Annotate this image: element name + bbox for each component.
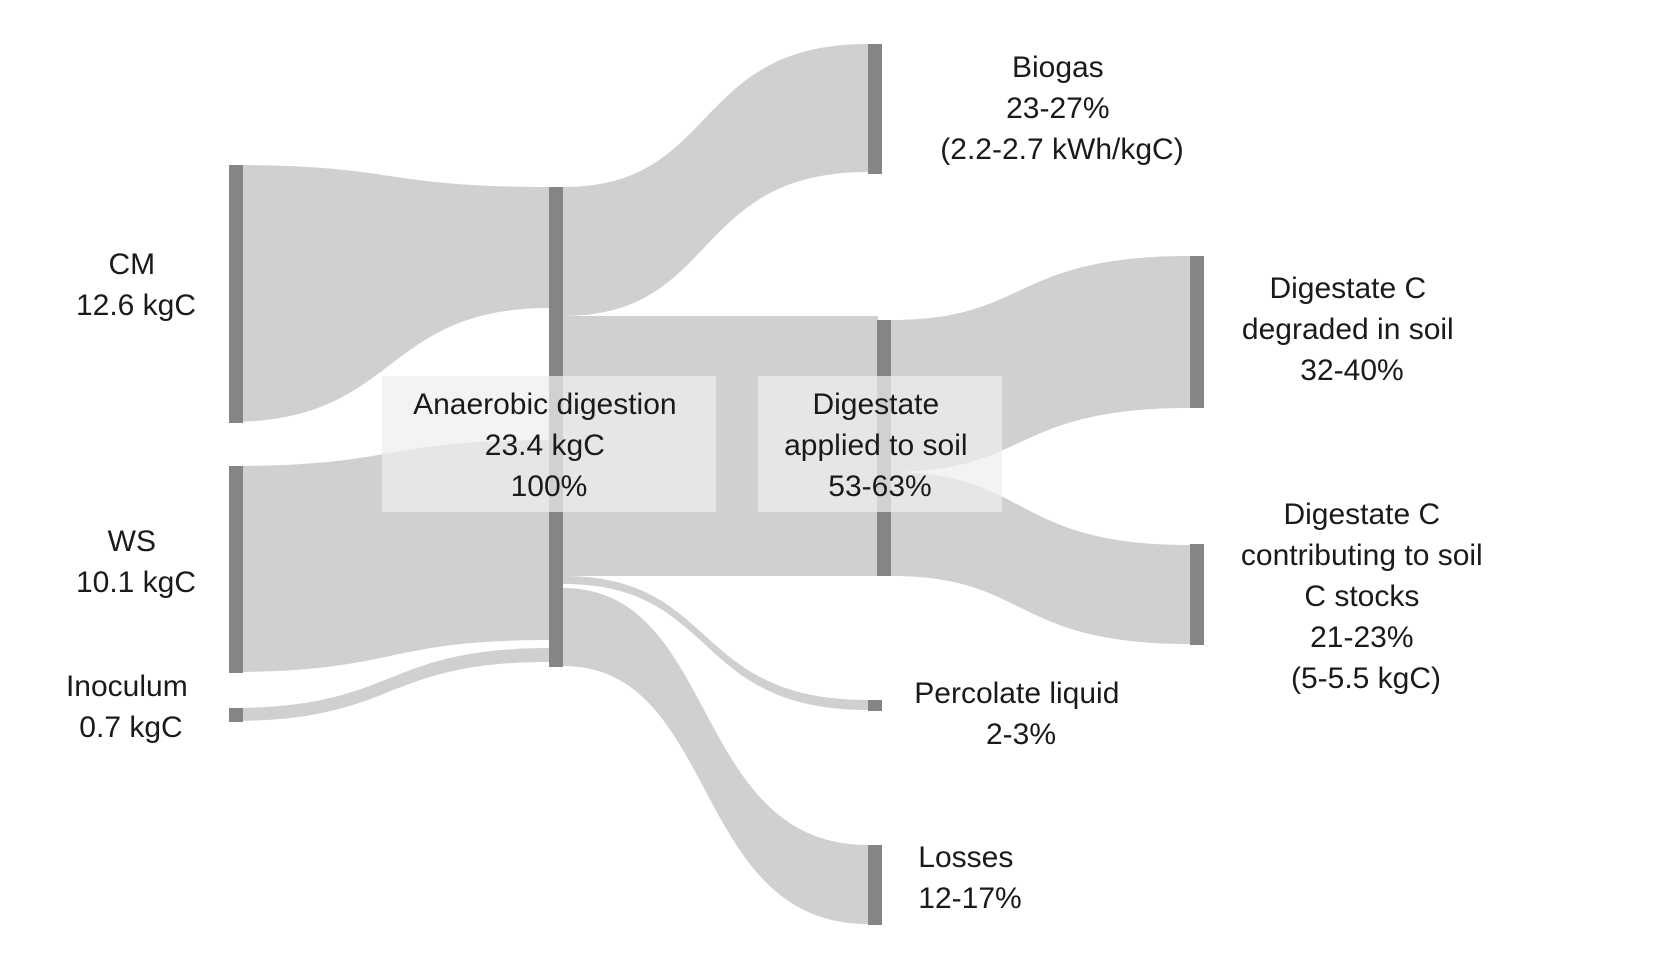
biogas-label-line: 23-27% <box>1006 92 1109 125</box>
digestate-label-box <box>758 376 1002 512</box>
flow-anaerobic-digestion-to-losses <box>563 588 868 924</box>
flow-anaerobic-digestion-to-biogas <box>563 44 868 316</box>
flow-digestate-to-soil-c-stocks <box>891 472 1190 644</box>
soil-c-stocks-label-line: contributing to soil <box>1241 539 1483 572</box>
degraded-in-soil-label-line: Digestate C <box>1269 272 1426 305</box>
flow-cm-to-anaerobic-digestion <box>229 165 550 422</box>
flow-inoculum-to-anaerobic-digestion <box>229 648 550 721</box>
soil-c-stocks-label-line: Digestate C <box>1283 498 1440 531</box>
inoculum-label-line: 0.7 kgC <box>79 711 182 744</box>
soil-c-stocks-label-line: (5-5.5 kgC) <box>1291 662 1441 695</box>
degraded-in-soil-label-line: 32-40% <box>1300 354 1403 387</box>
ws-label-line: WS <box>108 525 156 558</box>
digestate-applied-label-line: applied to soil <box>784 429 967 462</box>
node-bar-losses <box>868 845 882 925</box>
digestate-applied-label-line: 53-63% <box>828 470 931 503</box>
percolate-label: Percolate liquid 2-3% <box>914 677 1127 751</box>
losses-label-line: Losses <box>918 841 1013 874</box>
node-bar-percolate <box>868 700 882 711</box>
biogas-label-line: (2.2-2.7 kWh/kgC) <box>940 133 1183 166</box>
biogas-label-line: Biogas <box>1012 51 1104 84</box>
losses-label: Losses 12-17% <box>918 841 1021 915</box>
node-bar-biogas <box>868 44 882 174</box>
percolate-label-line: 2-3% <box>986 718 1056 751</box>
cm-label: CM 12.6 kgC <box>76 248 196 322</box>
node-bar-ws <box>229 466 243 673</box>
anaerobic-digestion-label-box <box>382 376 716 512</box>
soil-c-stocks-label-line: C stocks <box>1304 580 1419 613</box>
node-bar-degraded-in-soil <box>1190 256 1204 408</box>
digestate-applied-label-line: Digestate <box>812 388 939 421</box>
ws-label: WS 10.1 kgC <box>76 525 196 599</box>
inoculum-label-line: Inoculum <box>66 670 188 703</box>
inoculum-label: Inoculum 0.7 kgC <box>66 670 196 744</box>
percolate-label-line: Percolate liquid <box>914 677 1119 710</box>
node-labels: CM 12.6 kgC WS 10.1 kgC Inoculum 0.7 kgC… <box>66 51 1491 915</box>
degraded-in-soil-label: Digestate C degraded in soil 32-40% <box>1242 272 1462 387</box>
node-bar-cm <box>229 165 243 423</box>
ws-label-line: 10.1 kgC <box>76 566 196 599</box>
anaerobic-digestion-label-line: 23.4 kgC <box>485 429 605 462</box>
anaerobic-digestion-label-line: Anaerobic digestion <box>413 388 677 421</box>
cm-label-line: 12.6 kgC <box>76 289 196 322</box>
anaerobic-digestion-label-line: 100% <box>511 470 588 503</box>
soil-c-stocks-label-line: 21-23% <box>1310 621 1413 654</box>
node-bar-inoculum <box>229 708 243 722</box>
degraded-in-soil-label-line: degraded in soil <box>1242 313 1454 346</box>
soil-c-stocks-label: Digestate C contributing to soil C stock… <box>1241 498 1491 695</box>
digestate-applied-label: Digestate applied to soil 53-63% <box>784 388 976 503</box>
losses-label-line: 12-17% <box>918 882 1021 915</box>
node-bar-soil-c-stocks <box>1190 544 1204 645</box>
anaerobic-digestion-label: Anaerobic digestion 23.4 kgC 100% <box>413 388 685 503</box>
cm-label-line: CM <box>109 248 156 281</box>
biogas-label: Biogas 23-27% (2.2-2.7 kWh/kgC) <box>940 51 1183 166</box>
